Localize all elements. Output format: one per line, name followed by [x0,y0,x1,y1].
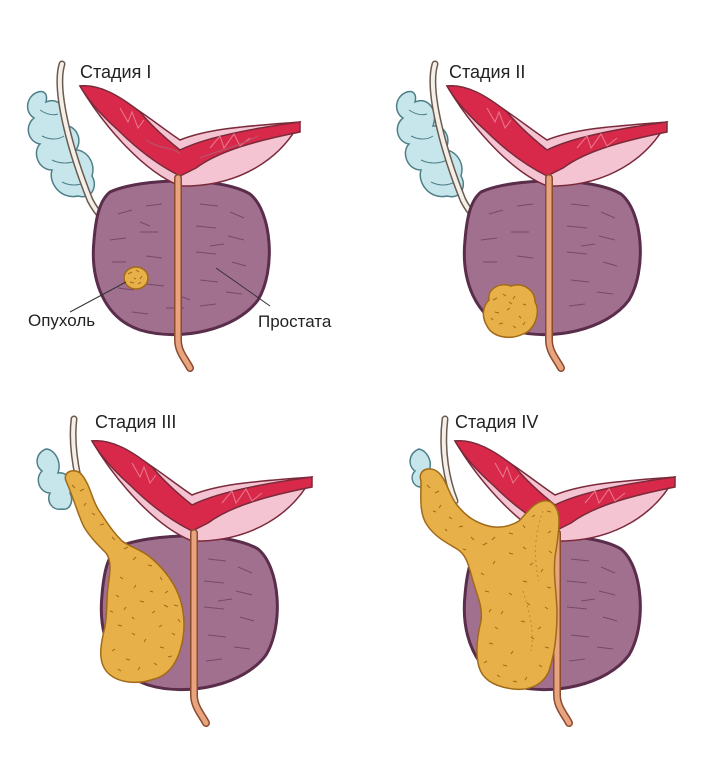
tumor [482,284,539,339]
bladder [445,85,669,187]
tumor [123,266,149,290]
stage-2-illustration [395,60,669,372]
stage-1-illustration [26,60,302,372]
bladder [90,440,314,542]
bladder [78,85,302,187]
tumor-leader-line [69,281,127,313]
stage-3-title: Стадия III [95,412,177,432]
tumor [419,468,560,691]
stage-1-title: Стадия I [80,62,152,82]
stage-4-illustration [409,415,677,727]
stage-2-title: Стадия II [449,62,526,82]
seminal-vesicle [36,448,73,510]
prostate-leader-line [215,267,271,307]
seminal-vesicle [395,90,465,198]
tumor-label: Опухоль [28,311,96,330]
bladder [453,440,677,542]
stage-3-illustration [36,415,314,727]
tumor [64,470,185,684]
stage-4-title: Стадия IV [455,412,539,432]
prostate-label: Простата [258,312,332,331]
